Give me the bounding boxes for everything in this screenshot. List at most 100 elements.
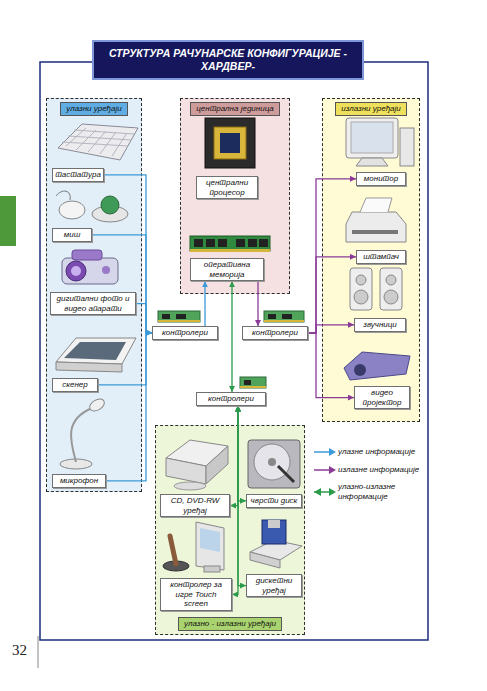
device-label-box: контролер за игре Touch screen <box>160 578 232 611</box>
memory-module-icon <box>259 239 268 247</box>
keyboard-icon <box>62 130 134 146</box>
printer-icon <box>360 198 392 212</box>
device-label: централни процесор <box>199 178 255 197</box>
keyboard-icon <box>66 128 127 156</box>
device-label-box: штампач <box>356 250 406 264</box>
legend-line-sample <box>312 464 338 476</box>
device-label: тастатура <box>55 170 101 180</box>
information-flow-arrow <box>308 257 356 333</box>
speakers-icon <box>350 268 402 310</box>
cpu-icon <box>214 127 246 159</box>
controller-card-icon <box>282 314 292 319</box>
printer-icon <box>346 198 406 242</box>
controller-card-icon <box>158 311 200 322</box>
information-flow-arrow <box>308 179 356 333</box>
projector-icon <box>344 352 410 380</box>
legend-line <box>314 451 330 453</box>
hard-disk-icon <box>268 458 276 466</box>
controller-card-icon <box>264 311 304 322</box>
group-heading: улазни уређаји <box>60 102 128 116</box>
legend-text: излазне информације <box>338 465 422 475</box>
group-heading: излазни уређаји <box>335 102 407 116</box>
controller-card-icon <box>240 386 266 388</box>
touch-screen-icon <box>196 522 224 570</box>
scanner-icon <box>64 342 126 360</box>
information-flow-arrow <box>238 406 246 501</box>
legend-text: улазно-излазне информације <box>338 482 422 501</box>
information-flow-arrow <box>230 406 238 506</box>
outer-frame <box>40 62 428 640</box>
camera-icon <box>71 266 81 276</box>
device-label-box: дискетни уређај <box>246 574 302 597</box>
monitor-icon <box>351 122 393 153</box>
camera-icon <box>66 261 86 281</box>
joystick-icon <box>163 536 189 571</box>
page-number: 32 <box>12 642 27 659</box>
device-label-box: видео пројектор <box>354 386 410 409</box>
legend-row: улазне информације <box>312 446 424 458</box>
scanner-icon <box>56 338 136 372</box>
device-label-box: дигитални фото и видео апарати <box>50 292 136 315</box>
device-label-box: централни процесор <box>196 176 258 199</box>
device-label: звучници <box>357 320 403 330</box>
controller-card-icon <box>264 320 304 322</box>
legend-arrowhead <box>314 488 321 496</box>
controller-card-icon <box>268 314 276 319</box>
legend-line-sample <box>312 446 338 458</box>
microphone-icon <box>60 397 106 469</box>
touch-screen-icon <box>196 522 224 572</box>
speakers-icon <box>356 275 366 285</box>
device-label: миш <box>55 230 89 240</box>
device-label-box: монитор <box>356 172 406 186</box>
device-label: видео пројектор <box>357 388 407 407</box>
information-flow-arrow <box>92 235 152 333</box>
device-label-box: миш <box>52 228 92 242</box>
monitor-icon <box>400 128 414 166</box>
controller-card-icon <box>264 311 304 322</box>
device-label: скенер <box>55 380 95 390</box>
device-label-box: тастатура <box>52 168 104 182</box>
mouse-icon <box>59 201 85 219</box>
memory-module-icon <box>194 239 203 247</box>
memory-module-icon <box>190 249 270 252</box>
microphone-icon <box>71 408 92 462</box>
device-label: дигитални фото и видео апарати <box>53 294 133 313</box>
scanner-icon <box>56 338 136 364</box>
mouse-icon <box>101 196 119 214</box>
speakers-icon <box>384 290 398 304</box>
information-flow-arrow <box>106 333 152 481</box>
touch-screen-icon <box>204 566 220 572</box>
scanner-icon <box>56 362 122 372</box>
legend-line <box>314 469 330 471</box>
device-label-box: оперативна меморија <box>190 258 264 281</box>
device-label-box: микрофон <box>52 474 106 488</box>
optical-drive-icon <box>174 482 206 490</box>
device-label-box: CD, DVD-RW уређај <box>160 494 230 517</box>
memory-module-icon <box>218 239 227 247</box>
device-label: контролери <box>155 328 215 338</box>
legend-arrowhead <box>329 488 336 496</box>
page-rule <box>38 636 39 668</box>
optical-drive-icon <box>206 446 228 484</box>
optical-drive-icon <box>166 440 228 490</box>
device-label: оперативна меморија <box>193 260 261 279</box>
device-label-box: чврсти диск <box>246 494 302 508</box>
printer-icon <box>352 230 398 234</box>
cpu-icon <box>205 118 255 168</box>
floppy-drive-icon <box>262 520 286 544</box>
optical-drive-icon <box>166 458 206 484</box>
device-label: CD, DVD-RW уређај <box>163 496 227 515</box>
legend-arrowhead <box>329 448 336 456</box>
information-flow-arrow <box>238 406 246 586</box>
device-label: контролер за игре Touch screen <box>163 580 229 609</box>
information-flow-arrow <box>257 281 258 326</box>
joystick-icon <box>170 536 176 564</box>
camera-icon <box>62 258 118 284</box>
device-label-box: звучници <box>354 318 406 332</box>
controller-box: контролери <box>242 326 308 340</box>
floppy-drive-icon <box>250 520 302 568</box>
controller-card-icon <box>162 314 170 319</box>
device-label: дискетни уређај <box>249 576 299 595</box>
legend-row: улазно-излазне информације <box>312 482 424 501</box>
side-tab <box>0 196 16 246</box>
